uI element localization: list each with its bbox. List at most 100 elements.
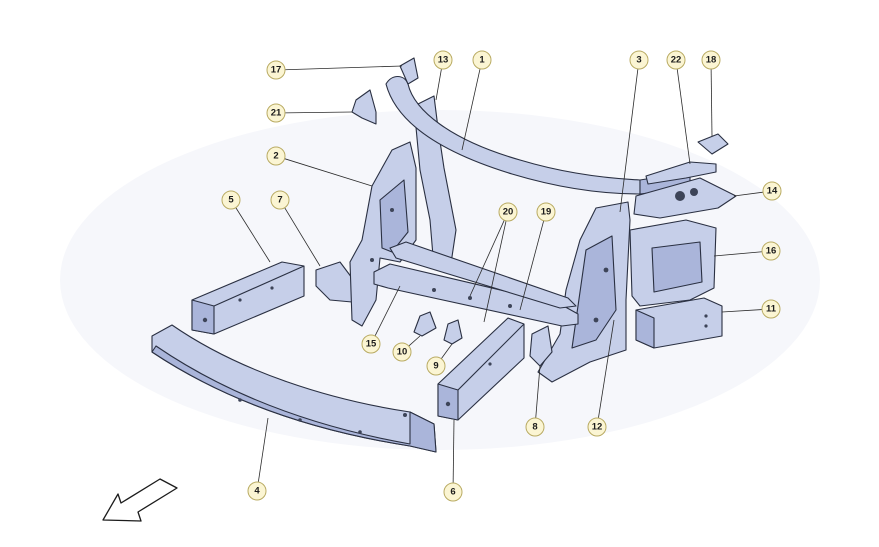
leader-line-19 xyxy=(519,220,545,311)
leader-line-4 xyxy=(257,417,269,483)
callout-circle xyxy=(433,50,453,70)
callout-label: 22 xyxy=(671,55,682,66)
callout-19[interactable]: 19 xyxy=(536,202,556,222)
callout-label: 17 xyxy=(271,65,282,76)
callout-label: 8 xyxy=(532,422,537,433)
callout-15[interactable]: 15 xyxy=(361,334,381,354)
callout-label: 15 xyxy=(366,339,377,350)
callout-21[interactable]: 21 xyxy=(266,103,286,123)
leader-line-9 xyxy=(440,343,453,359)
leader-line-5 xyxy=(235,207,271,263)
callout-label: 1 xyxy=(479,55,485,66)
part-15-lower-cross-beam[interactable] xyxy=(373,263,579,327)
part-6-right-front-rail[interactable] xyxy=(437,317,525,421)
callout-circle xyxy=(426,356,446,376)
callout-20[interactable]: 20 xyxy=(498,202,518,222)
callout-circle xyxy=(266,103,286,123)
leader-line-2 xyxy=(284,158,373,187)
leader-line-20 xyxy=(469,220,505,297)
callout-14[interactable]: 14 xyxy=(762,181,782,201)
part-18-small-plate[interactable] xyxy=(697,133,729,155)
callout-11[interactable]: 11 xyxy=(761,299,781,319)
callout-6[interactable]: 6 xyxy=(443,482,463,502)
leader-line-7 xyxy=(284,207,321,267)
callout-12[interactable]: 12 xyxy=(587,417,607,437)
callout-16[interactable]: 16 xyxy=(761,241,781,261)
leader-line-20 xyxy=(483,220,507,323)
callout-circle xyxy=(392,342,412,362)
callout-circle xyxy=(666,50,686,70)
callout-13[interactable]: 13 xyxy=(433,50,453,70)
callout-label: 18 xyxy=(706,55,717,66)
callout-circle xyxy=(629,50,649,70)
callout-circle xyxy=(536,202,556,222)
callout-label: 4 xyxy=(254,486,260,497)
part-9-bracket[interactable] xyxy=(443,319,463,345)
leader-lines xyxy=(235,65,764,484)
part-2-left-inner-panel[interactable] xyxy=(349,141,417,327)
callout-circle xyxy=(270,190,290,210)
callout-label: 2 xyxy=(273,151,278,162)
part-17-small-bracket[interactable] xyxy=(399,57,419,85)
callout-circle xyxy=(761,299,781,319)
part-13-left-pillar[interactable] xyxy=(413,95,457,271)
callout-label: 14 xyxy=(767,186,778,197)
callout-label: 21 xyxy=(271,108,282,119)
callout-circle xyxy=(443,482,463,502)
leader-line-6 xyxy=(452,419,455,484)
callout-4[interactable]: 4 xyxy=(247,481,267,501)
part-10-bracket[interactable] xyxy=(413,311,437,337)
callout-circle xyxy=(701,50,721,70)
callout-5[interactable]: 5 xyxy=(221,190,241,210)
callout-label: 6 xyxy=(450,487,455,498)
callout-circle xyxy=(221,190,241,210)
callout-1[interactable]: 1 xyxy=(472,50,492,70)
callout-label: 7 xyxy=(277,195,282,206)
callout-10[interactable]: 10 xyxy=(392,342,412,362)
leader-line-15 xyxy=(374,285,401,337)
callout-label: 16 xyxy=(766,246,777,257)
callout-label: 19 xyxy=(541,207,552,218)
part-14-right-upper-panel[interactable] xyxy=(633,177,737,219)
callout-label: 11 xyxy=(766,304,777,315)
callout-17[interactable]: 17 xyxy=(266,60,286,80)
callout-label: 9 xyxy=(433,361,438,372)
leader-line-17 xyxy=(284,65,403,71)
leader-line-10 xyxy=(408,335,421,347)
part-12-right-inner-panel[interactable] xyxy=(537,201,631,383)
part-8-bracket[interactable] xyxy=(529,325,553,367)
part-5-left-front-rail[interactable] xyxy=(191,261,305,335)
leader-line-1 xyxy=(461,68,481,151)
callout-circle xyxy=(762,181,782,201)
leader-line-13 xyxy=(435,68,442,101)
callout-18[interactable]: 18 xyxy=(701,50,721,70)
callout-22[interactable]: 22 xyxy=(666,50,686,70)
callout-label: 5 xyxy=(228,195,234,206)
callout-7[interactable]: 7 xyxy=(270,190,290,210)
callout-2[interactable]: 2 xyxy=(266,146,286,166)
callout-label: 3 xyxy=(636,55,641,66)
part-11-right-lower-block[interactable] xyxy=(635,297,723,349)
callout-8[interactable]: 8 xyxy=(525,417,545,437)
arrow-front-left-icon xyxy=(102,478,178,522)
part-16-right-wheelhouse[interactable] xyxy=(629,219,717,307)
callout-circle xyxy=(587,417,607,437)
callout-label: 10 xyxy=(397,347,408,358)
callout-circle xyxy=(498,202,518,222)
callout-3[interactable]: 3 xyxy=(629,50,649,70)
part-4-front-bumper-beam[interactable] xyxy=(151,324,437,453)
callout-circle xyxy=(266,60,286,80)
part-19-upper-cross-beam[interactable] xyxy=(389,241,577,309)
leader-line-22 xyxy=(676,68,691,165)
callout-circle xyxy=(361,334,381,354)
callout-9[interactable]: 9 xyxy=(426,356,446,376)
callout-circle xyxy=(266,146,286,166)
leader-line-3 xyxy=(619,68,639,213)
callout-circle xyxy=(525,417,545,437)
leader-line-12 xyxy=(598,319,615,419)
leader-line-11 xyxy=(721,309,763,313)
leader-line-8 xyxy=(535,365,541,419)
